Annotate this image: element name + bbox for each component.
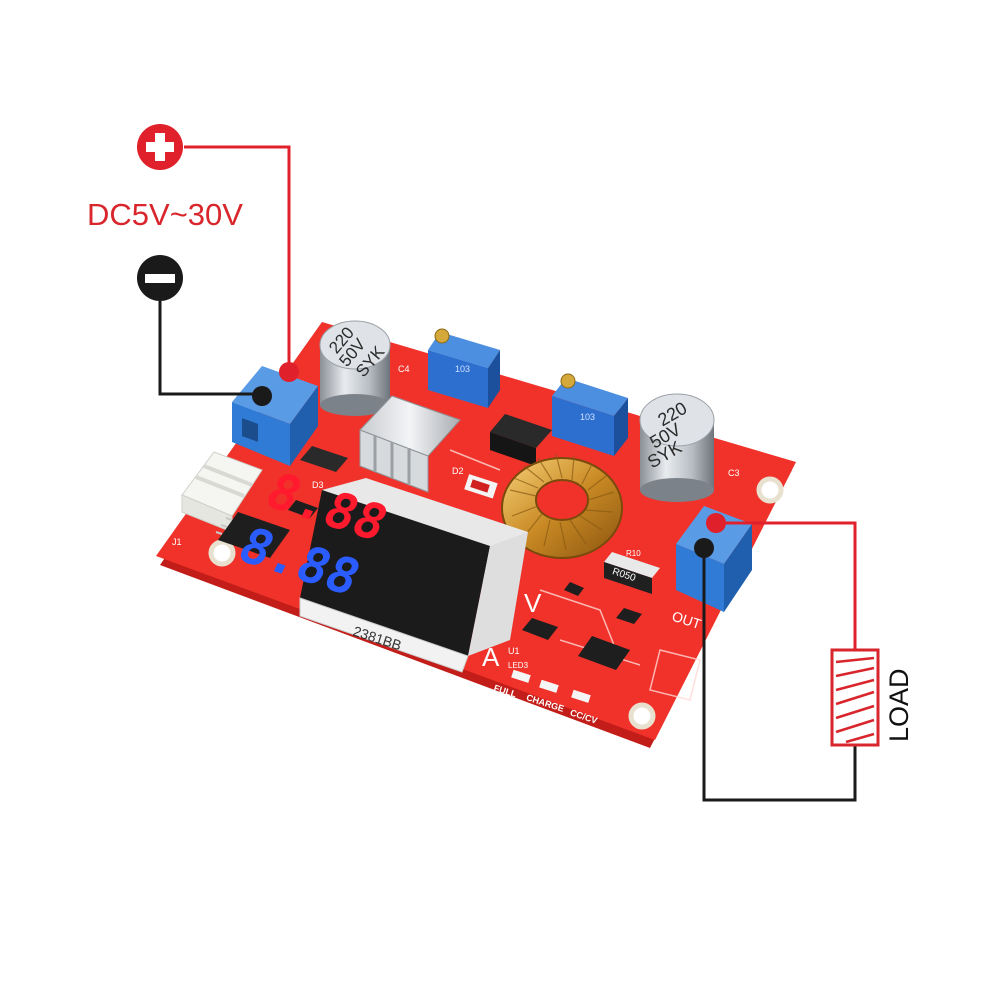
regulator-chip: U1 xyxy=(508,618,558,656)
diode-d2: D2 xyxy=(452,466,498,499)
j1-ref: J1 xyxy=(172,537,182,547)
load-label: LOAD xyxy=(884,668,914,742)
diode-d3: D3 xyxy=(300,446,348,490)
input-terminal-block xyxy=(232,366,318,466)
unit-a-label: A xyxy=(482,642,500,672)
positive-terminal-symbol xyxy=(137,124,183,170)
small-chip-2 xyxy=(564,582,584,596)
mosfet-chip xyxy=(490,414,552,466)
unit-v-label: V xyxy=(524,588,542,618)
small-chip-1 xyxy=(288,500,318,518)
c4-ref: C4 xyxy=(398,364,410,374)
pot2-code: 103 xyxy=(580,412,595,422)
toroid-inductor xyxy=(501,453,623,559)
input-voltage-label: DC5V~30V xyxy=(87,197,243,232)
d3-ref: D3 xyxy=(312,480,324,490)
shunt-resistor: R050 R10 xyxy=(604,549,660,594)
opamp-chip xyxy=(578,636,630,670)
led-ref: LED3 xyxy=(508,661,529,670)
negative-terminal-symbol xyxy=(137,255,183,301)
u1-ref: U1 xyxy=(508,646,520,656)
pot1-code: 103 xyxy=(455,364,470,374)
d2-ref: D2 xyxy=(452,466,464,476)
potentiometer-1: 103 xyxy=(428,328,500,408)
positive-output-wire xyxy=(706,513,857,650)
resistor-ref: R10 xyxy=(626,549,641,558)
negative-output-wire xyxy=(694,538,857,802)
potentiometer-2: 103 xyxy=(552,373,628,456)
control-ic xyxy=(215,512,290,558)
heatsink xyxy=(359,395,461,493)
positive-input-wire xyxy=(184,145,299,382)
j1-connector: J1 xyxy=(172,451,263,547)
load-resistor xyxy=(830,648,880,747)
negative-input-wire xyxy=(158,301,272,406)
capacitor-2: 220 50V SYK xyxy=(639,393,715,502)
c3-ref: C3 xyxy=(728,468,740,478)
small-chip-3 xyxy=(616,608,642,624)
capacitor-1: 220 50V SYK xyxy=(319,320,391,416)
